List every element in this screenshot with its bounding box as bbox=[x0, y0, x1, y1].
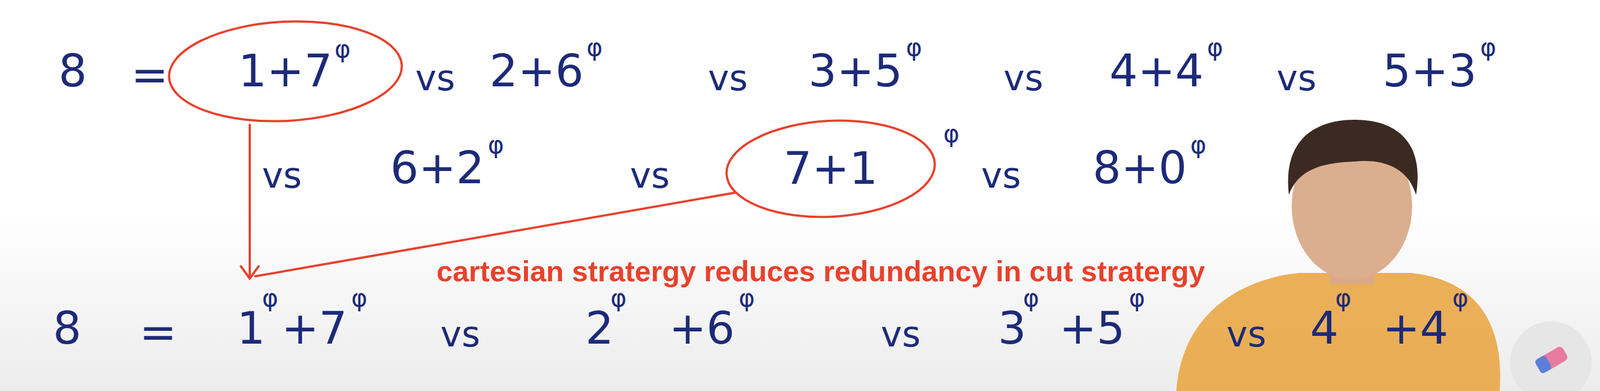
versus-word: vs bbox=[440, 316, 480, 353]
superscript-mark: φ bbox=[1206, 35, 1224, 60]
annotation-note: cartesian stratergy reduces redundancy i… bbox=[436, 257, 1206, 286]
term-text: 7+1 bbox=[783, 146, 879, 192]
versus-word: vs bbox=[415, 60, 455, 96]
math-term: 4+4 bbox=[1109, 49, 1204, 94]
arrow-head bbox=[240, 266, 259, 279]
eraser-icon bbox=[1510, 321, 1592, 391]
math-term: 8 bbox=[58, 49, 87, 94]
math-term: +7 bbox=[281, 306, 348, 352]
presenter-figure bbox=[1176, 119, 1501, 391]
presenter-hair bbox=[1287, 119, 1418, 196]
math-term: 6+2 bbox=[390, 146, 485, 191]
math-term: 3 bbox=[997, 306, 1027, 352]
circled-term: 7+1 bbox=[724, 119, 937, 219]
eraser-body bbox=[1534, 345, 1569, 375]
circle-stroke bbox=[166, 15, 405, 128]
math-term: 1 bbox=[236, 306, 266, 352]
superscript-mark: φ bbox=[738, 285, 755, 311]
versus-word: vs bbox=[981, 157, 1021, 194]
versus-word: vs bbox=[708, 60, 748, 96]
icon-button bbox=[1510, 321, 1592, 391]
versus-word: vs bbox=[262, 157, 302, 194]
versus-word: vs bbox=[1226, 316, 1267, 353]
math-term: +5 bbox=[1059, 306, 1126, 352]
presenter-shirt bbox=[1176, 273, 1501, 391]
superscript-mark: φ bbox=[1128, 285, 1146, 311]
superscript-mark: φ bbox=[351, 285, 368, 311]
circled-term: 1+7 bbox=[167, 20, 404, 123]
math-term: = bbox=[139, 310, 177, 356]
superscript-mark: φ bbox=[610, 285, 627, 311]
superscript-mark: φ bbox=[334, 36, 351, 62]
math-term: 8+0 bbox=[1092, 146, 1187, 191]
down-arrow bbox=[248, 124, 251, 277]
superscript-mark: φ bbox=[586, 35, 603, 60]
circle-stroke bbox=[724, 115, 938, 222]
versus-word: vs bbox=[1276, 60, 1317, 96]
superscript-mark: φ bbox=[487, 132, 504, 158]
superscript-mark: φ bbox=[943, 121, 960, 147]
term-text: 1+7 bbox=[238, 49, 333, 94]
superscript-mark: φ bbox=[1335, 285, 1352, 311]
math-term: +4 bbox=[1382, 306, 1449, 352]
math-term: 2+6 bbox=[489, 49, 584, 94]
arrows bbox=[240, 124, 735, 279]
superscript-mark: φ bbox=[1022, 285, 1040, 311]
math-term: +6 bbox=[668, 306, 735, 352]
superscript-mark: φ bbox=[262, 285, 279, 311]
versus-word: vs bbox=[1003, 60, 1044, 96]
superscript-mark: φ bbox=[905, 35, 923, 60]
math-term: 5+3 bbox=[1382, 49, 1477, 94]
versus-word: vs bbox=[629, 157, 670, 194]
math-term: = bbox=[131, 52, 169, 98]
superscript-mark: φ bbox=[1190, 132, 1207, 158]
math-term: 4 bbox=[1310, 306, 1339, 352]
math-term: 2 bbox=[585, 306, 614, 352]
math-term: 8 bbox=[52, 306, 82, 352]
versus-word: vs bbox=[880, 316, 921, 353]
eraser-band bbox=[1534, 355, 1553, 375]
superscript-mark: φ bbox=[1452, 285, 1469, 311]
math-term: 3+5 bbox=[808, 49, 903, 94]
superscript-mark: φ bbox=[1480, 35, 1497, 60]
